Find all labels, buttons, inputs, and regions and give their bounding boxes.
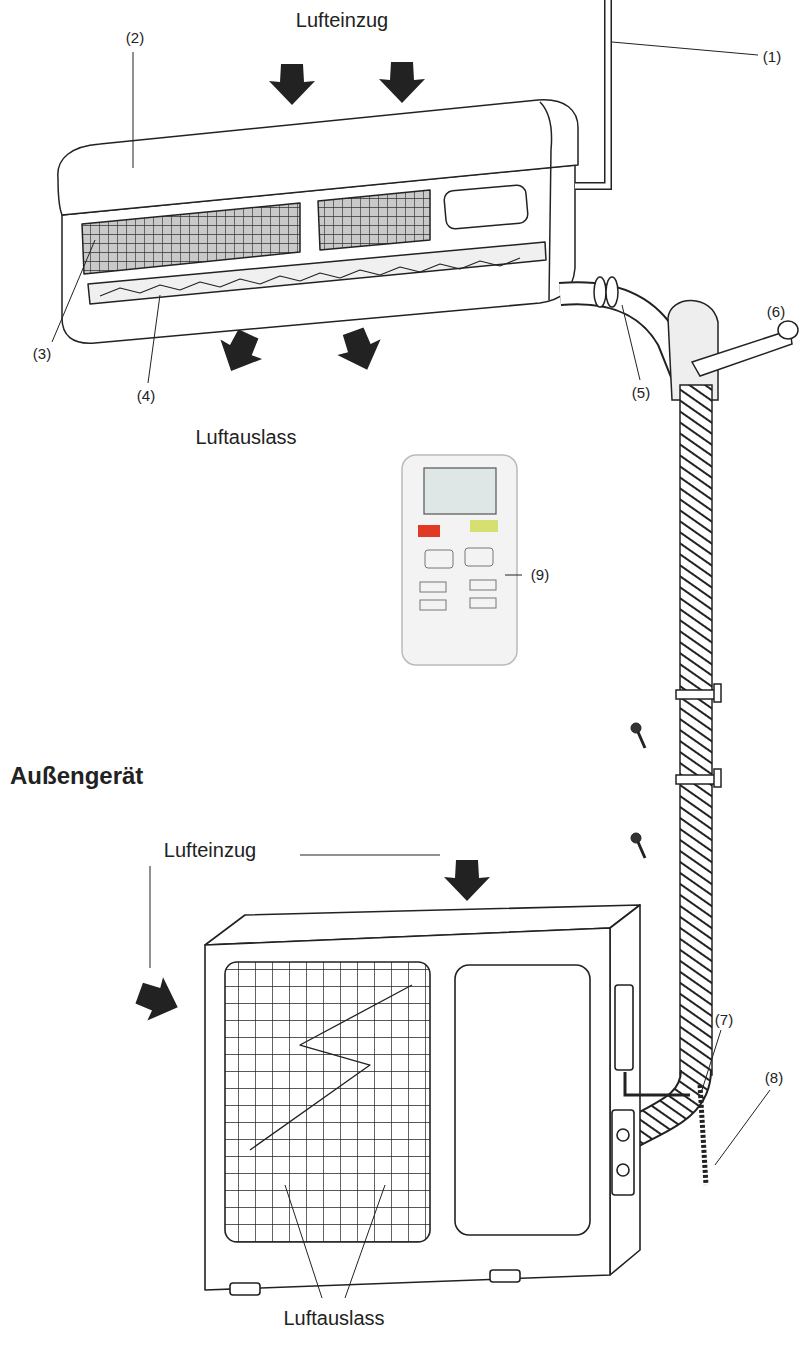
outdoor-unit <box>205 905 640 1295</box>
air-arrow <box>269 64 315 105</box>
unit-heading: Außengerät <box>10 763 143 789</box>
leader-line <box>133 52 134 168</box>
connection-cable <box>625 1072 690 1095</box>
unit-front <box>205 928 610 1290</box>
pipe-outline <box>575 0 608 186</box>
callout-number: (9) <box>531 567 549 584</box>
leader-line <box>345 1185 385 1298</box>
callout-number: (4) <box>137 388 155 405</box>
service-valve <box>617 1129 629 1141</box>
remote-button <box>420 600 446 610</box>
airflow-label: Luftauslass <box>195 426 296 448</box>
screw-shaft <box>638 732 645 748</box>
air-arrow <box>444 860 490 901</box>
airflow-label: Lufteinzug <box>296 9 388 31</box>
leader-line <box>52 240 95 342</box>
drain-hose <box>700 1085 706 1185</box>
callout-number: (2) <box>126 30 144 47</box>
airflow-label: Luftauslass <box>283 1307 384 1329</box>
leader-line <box>715 1090 770 1165</box>
remote-button <box>470 598 496 608</box>
unit-foot <box>490 1270 520 1282</box>
louver <box>88 242 546 304</box>
leader-line <box>148 295 160 383</box>
leader-line <box>150 866 151 968</box>
screw-shaft <box>638 842 645 858</box>
power-button <box>418 525 440 537</box>
air-filter <box>318 190 430 250</box>
wrapping-tape <box>692 330 792 376</box>
service-valve <box>617 1164 629 1176</box>
valve-cover <box>612 1110 634 1195</box>
callout-number: (3) <box>33 346 51 363</box>
side-edge <box>540 102 552 300</box>
pipe <box>575 0 608 186</box>
leader-line <box>702 1030 721 1090</box>
air-arrow <box>131 972 185 1029</box>
leader-lines <box>52 42 770 1298</box>
callout-number: (1) <box>763 49 781 66</box>
clamp-ear <box>714 769 721 787</box>
remote-button <box>470 580 496 590</box>
display-panel <box>444 184 529 229</box>
remote-body <box>402 455 517 665</box>
side-panel <box>455 965 590 1235</box>
callout-number: (6) <box>767 304 785 321</box>
terminal-cover <box>615 985 633 1070</box>
air-filter <box>82 203 300 274</box>
indoor-unit <box>58 100 578 343</box>
leader-line <box>622 305 640 380</box>
leader-line <box>612 42 758 55</box>
callout-number: (5) <box>632 385 650 402</box>
fan-grille <box>225 962 430 1242</box>
air-arrow <box>210 324 269 381</box>
remote-button <box>425 550 453 568</box>
clamp-ear <box>714 684 721 702</box>
screw-head <box>631 723 641 733</box>
remote-display <box>424 468 496 514</box>
leader-line <box>285 1185 322 1298</box>
louver-blades <box>100 258 520 296</box>
callout-number: (7) <box>715 1012 733 1029</box>
clamps <box>676 684 721 787</box>
callout-number: (8) <box>765 1070 783 1087</box>
screws <box>631 723 645 858</box>
screw-head <box>631 833 641 843</box>
remote-control <box>402 455 517 665</box>
remote-buttons <box>420 548 496 610</box>
pipe-clamp <box>676 775 716 784</box>
hose-ring <box>606 277 618 307</box>
pipe-bundle <box>680 385 712 1075</box>
pipe-clamp <box>676 690 716 699</box>
hose-ring <box>594 277 606 307</box>
leader-line <box>300 855 440 856</box>
tape-roll <box>778 321 798 339</box>
remote-button <box>420 582 446 592</box>
air-arrow <box>379 62 425 103</box>
airflow-label: Lufteinzug <box>164 839 256 861</box>
fan-blade-line <box>250 985 412 1150</box>
mode-button <box>470 520 498 532</box>
unit-foot <box>230 1283 260 1295</box>
remote-button <box>465 548 493 566</box>
leader-line <box>505 575 522 576</box>
air-arrow <box>332 323 389 377</box>
